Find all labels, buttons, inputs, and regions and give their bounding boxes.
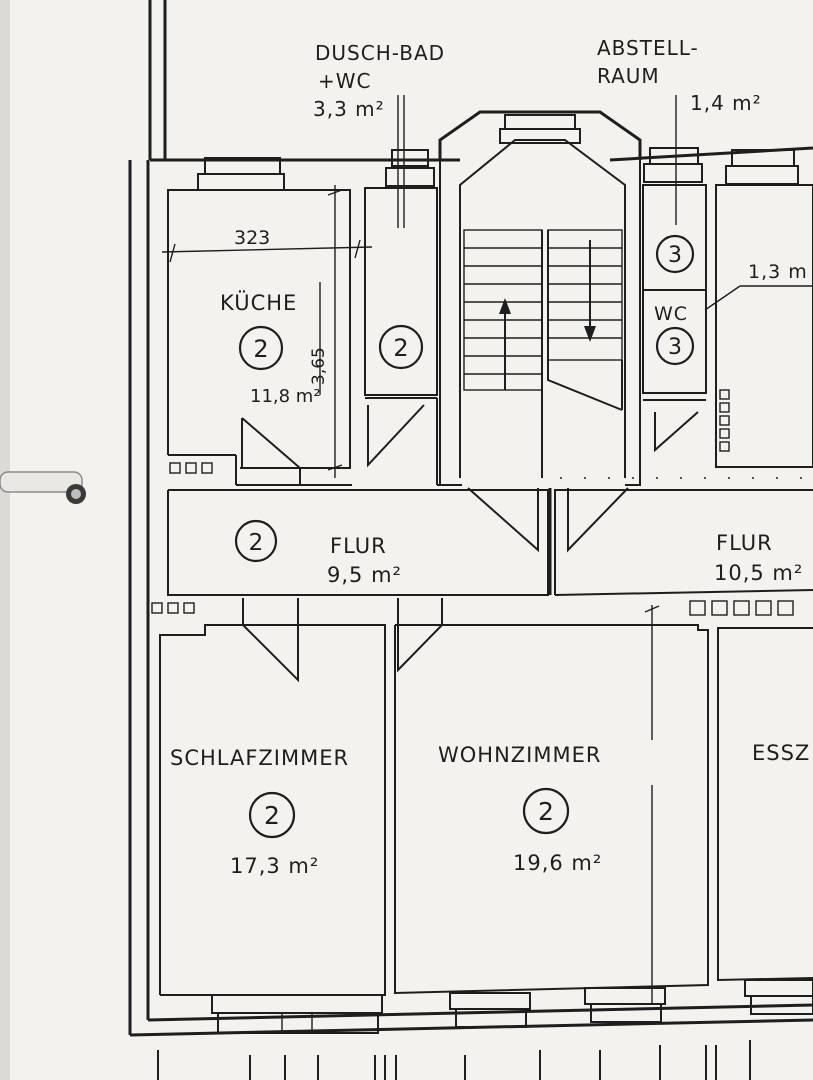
hallway-right — [554, 477, 813, 616]
right-room-area: 1,3 m — [748, 261, 808, 283]
bedroom-room — [159, 598, 386, 1034]
bedroom-number: 2 — [264, 801, 280, 830]
dusch-bad-wc: +WC — [318, 69, 372, 93]
hallway-right-name: FLUR — [716, 531, 773, 555]
top-windows — [197, 114, 799, 191]
bath-number: 2 — [393, 334, 408, 362]
dusch-bad-label: DUSCH-BAD +WC 3,3 m² — [313, 41, 445, 121]
bedroom-area: 17,3 m² — [230, 854, 319, 878]
living-room-number-circle — [522, 787, 570, 835]
living-room-number: 2 — [538, 797, 554, 826]
living-room-area: 19,6 m² — [513, 851, 602, 875]
bedroom-name: SCHLAFZIMMER — [170, 746, 349, 770]
sheet-edge — [0, 0, 10, 1080]
dusch-bad-name: DUSCH-BAD — [315, 41, 445, 65]
living-room-name: WOHNZIMMER — [438, 743, 601, 767]
kitchen-room — [161, 185, 373, 486]
kitchen-area: 11,8 m² — [250, 386, 321, 407]
bedroom-number-circle — [248, 791, 296, 839]
living-room — [394, 598, 709, 1028]
abstellraum-name-2: RAUM — [597, 64, 660, 88]
abstellraum-area: 1,4 m² — [690, 91, 762, 115]
kitchen-number: 2 — [253, 335, 268, 363]
hallway-left-area: 9,5 m² — [327, 563, 402, 587]
kitchen-depth-dimension: 3,65 — [309, 347, 329, 385]
wc-number-circle — [655, 326, 695, 366]
storage-number-circle — [655, 234, 695, 274]
dimension-ticks — [157, 1040, 751, 1080]
hallway-left-number-circle — [234, 519, 278, 563]
hallway-left-name: FLUR — [330, 534, 387, 558]
dining-room-name: ESSZ — [752, 741, 810, 765]
bath-room — [364, 95, 440, 486]
dusch-bad-area: 3,3 m² — [313, 97, 385, 121]
stairwell — [438, 110, 642, 595]
storage-number: 3 — [668, 243, 682, 268]
kitchen-name: KÜCHE — [220, 290, 297, 315]
abstellraum-name-1: ABSTELL- — [597, 36, 699, 60]
hallway-left — [151, 462, 549, 614]
outer-walls — [128, 0, 813, 1037]
bath-number-circle — [378, 324, 424, 370]
wc-name: WC — [654, 303, 688, 325]
kitchen-width-dimension: 323 — [234, 227, 270, 249]
abstellraum-label: ABSTELL- RAUM 1,4 m² — [597, 36, 762, 115]
dining-room — [717, 627, 813, 1015]
pen-icon — [0, 471, 86, 504]
hallway-right-area: 10,5 m² — [714, 561, 803, 585]
wc-number: 3 — [668, 335, 682, 360]
hallway-left-number: 2 — [249, 530, 264, 556]
wc-room — [642, 95, 813, 468]
kitchen-number-circle — [238, 325, 284, 371]
